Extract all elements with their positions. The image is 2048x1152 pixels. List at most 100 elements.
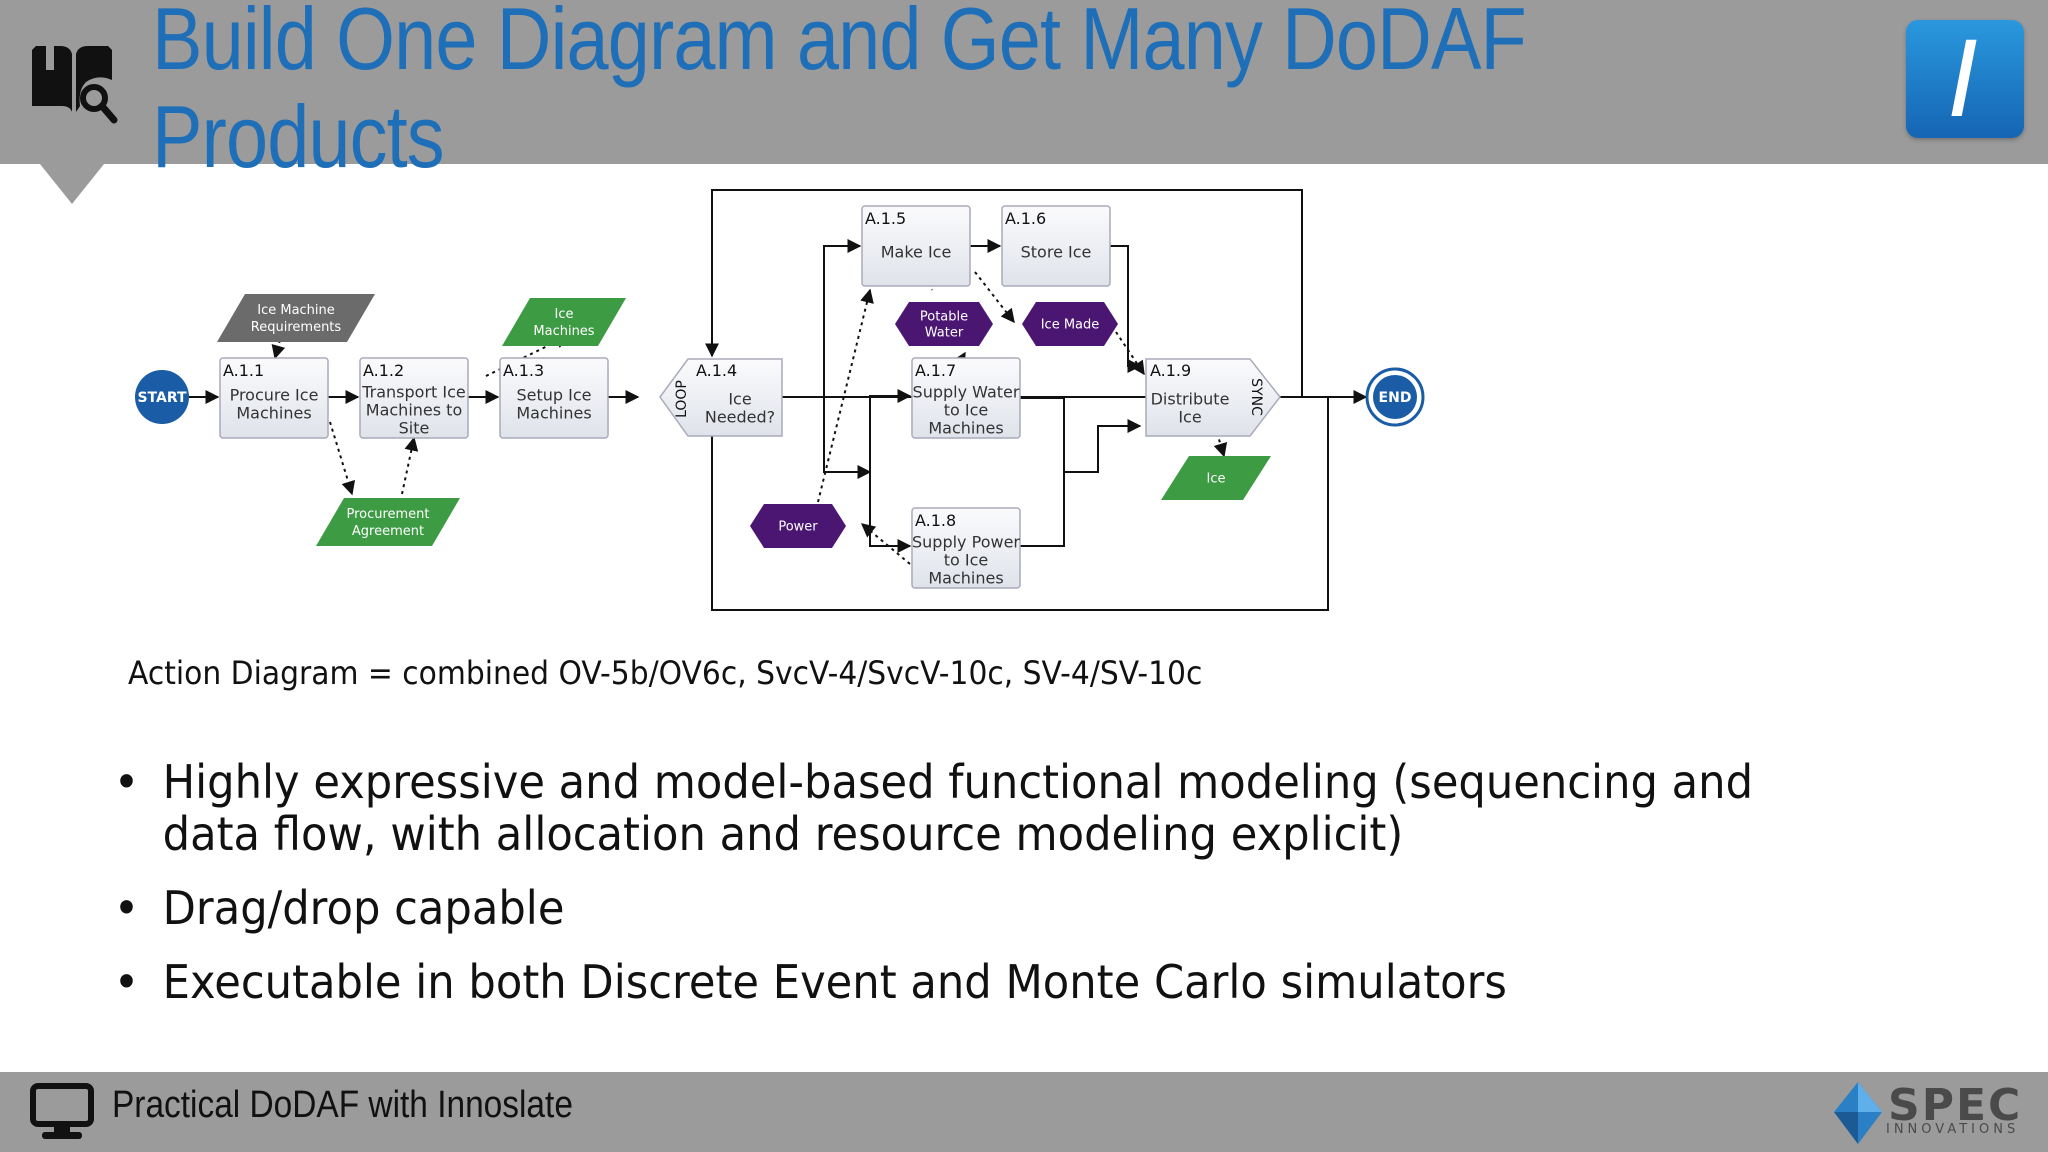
action-label: Setup Ice [516, 386, 591, 405]
action-label: Supply Power [912, 533, 1020, 552]
action-label: Distribute [1151, 390, 1230, 409]
action-box [359, 357, 469, 439]
header-notch [40, 164, 104, 204]
resource-label: Power [778, 520, 818, 535]
innoslate-logo-letter: I [1949, 20, 1980, 138]
innoslate-logo-icon: I [1949, 19, 1980, 141]
book-search-icon [32, 42, 118, 124]
resource-item[interactable]: Ice Made [1022, 302, 1118, 346]
action-id: A.1.8 [915, 511, 956, 530]
io-label: Ice [1207, 472, 1226, 487]
control-lines [188, 189, 1368, 611]
action-label: Supply Water [913, 383, 1020, 402]
resource-label: Ice Made [1041, 318, 1100, 333]
action-box [911, 357, 1021, 439]
diagram-caption: Action Diagram = combined OV-5b/OV6c, Sv… [128, 654, 1203, 692]
action-box [499, 357, 609, 439]
action-label: Site [399, 419, 430, 438]
resource-item[interactable]: Power [750, 504, 846, 548]
action-label: Machines [928, 569, 1003, 588]
action-label: Ice [728, 390, 751, 409]
io-label: Agreement [352, 524, 424, 539]
footer-bar [0, 1072, 2048, 1152]
io-shape [502, 298, 626, 346]
loop-node: LOOP [659, 358, 783, 437]
action-label: Make Ice [881, 243, 952, 262]
action-label: Needed? [705, 408, 775, 427]
bullet-item: Executable in both Discrete Event and Mo… [110, 956, 1855, 1008]
io-shape [1161, 456, 1271, 500]
action-id: A.1.1 [223, 361, 264, 380]
io-label: Machines [533, 324, 594, 339]
action-label: Machines [236, 404, 311, 423]
loop-label: LOOP [674, 380, 690, 418]
action-label: Machines [928, 419, 1003, 438]
action-id: A.1.4 [696, 361, 737, 380]
bullet-item: Drag/drop capable [110, 882, 1855, 934]
action-label: Procure Ice [230, 386, 319, 405]
resource-label: Water [925, 326, 964, 341]
action-id: A.1.2 [363, 361, 404, 380]
footer-course-title: Practical DoDAF with Innoslate [112, 1084, 573, 1126]
action-id: A.1.6 [1005, 209, 1046, 228]
resource-label: Potable [920, 310, 968, 325]
action-label: Machines [516, 404, 591, 423]
io-items: Ice MachineRequirementsIceMachinesProcur… [217, 294, 1271, 546]
io-label: Ice Machine [257, 303, 335, 318]
io-label: Requirements [251, 320, 342, 335]
end-node: END [1365, 367, 1425, 427]
resource-shape [750, 504, 846, 548]
action-id: A.1.9 [1150, 361, 1191, 380]
action-label: Transport Ice [361, 383, 466, 402]
spec-brand-sub: INNOVATIONS [1886, 1122, 2020, 1137]
action-id: A.1.3 [503, 361, 544, 380]
action-label: Machines to [366, 401, 462, 420]
action-label: Store Ice [1021, 243, 1092, 262]
io-item[interactable]: Ice [1161, 456, 1271, 500]
spec-diamond-icon [1834, 1082, 1882, 1144]
action-label: to Ice [944, 551, 989, 570]
io-shape [217, 294, 375, 342]
sync-node: SYNC [1145, 358, 1281, 437]
io-label: Ice [555, 307, 574, 322]
action-id: A.1.5 [865, 209, 906, 228]
action-box [219, 357, 329, 439]
action-box [861, 205, 971, 287]
action-label: Ice [1178, 408, 1201, 427]
bullet-list: Highly expressive and model-based functi… [110, 756, 1810, 1030]
spec-brand-name: SPEC [1888, 1080, 2023, 1131]
action-box [911, 507, 1021, 589]
monitor-icon [30, 1083, 94, 1139]
io-label: Procurement [346, 507, 429, 522]
start-node: START [135, 370, 189, 424]
innoslate-logo: I [1906, 19, 2024, 141]
resource-shape [1022, 302, 1118, 346]
sync-label: SYNC [1248, 378, 1264, 416]
end-label: END [1379, 390, 1412, 406]
start-label: START [137, 390, 187, 406]
header-bar [0, 0, 2048, 164]
resource-shape [895, 302, 993, 346]
action-id: A.1.7 [915, 361, 956, 380]
io-shape [316, 498, 460, 546]
action-box [1001, 205, 1111, 287]
bullet-item: Highly expressive and model-based functi… [110, 756, 1855, 860]
action-label: to Ice [944, 401, 989, 420]
slide-title: Build One Diagram and Get Many DoDAF Pro… [152, 0, 1527, 186]
